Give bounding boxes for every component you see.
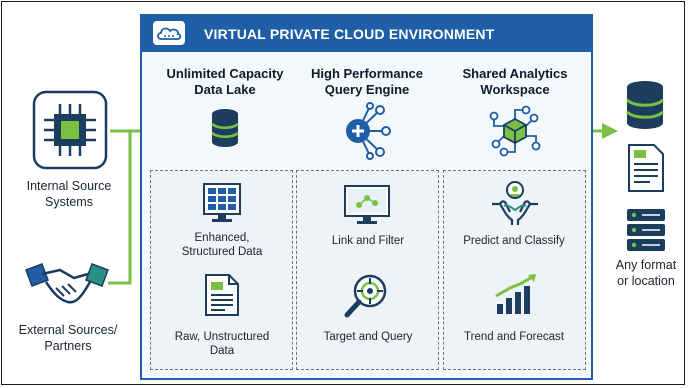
item-label-line1: Enhanced, bbox=[194, 232, 250, 244]
vpc-header: VIRTUAL PRIVATE CLOUD ENVIRONMENT bbox=[142, 16, 591, 52]
column-title-line2: Query Engine bbox=[324, 82, 410, 97]
item-label-line1: Link and Filter bbox=[331, 235, 405, 247]
external-source-label: External Sources/ Partners bbox=[4, 322, 132, 354]
item-label-structured: Enhanced, Structured Data bbox=[152, 231, 292, 259]
item-label-link-filter: Link and Filter bbox=[298, 234, 438, 248]
item-label-line1: Trend and Forecast bbox=[464, 331, 564, 343]
bar-chart-trend-icon bbox=[495, 274, 536, 314]
grid-table-icon bbox=[203, 183, 241, 222]
query-node-icon bbox=[346, 102, 391, 160]
monitor-network-icon bbox=[344, 185, 390, 224]
column-title-analytics: Shared Analytics Workspace bbox=[440, 66, 590, 98]
column-title-line2: Data Lake bbox=[194, 82, 256, 97]
item-label-line2: Structured Data bbox=[181, 246, 263, 258]
item-label-trend-forecast: Trend and Forecast bbox=[444, 330, 584, 344]
database-icon bbox=[211, 109, 239, 147]
handshake-icon bbox=[25, 263, 109, 304]
external-source-label-line1: External Sources/ bbox=[18, 323, 118, 337]
column-title-line2: Workspace bbox=[480, 82, 550, 97]
item-label-target-query: Target and Query bbox=[298, 330, 438, 344]
item-label-line2: Data bbox=[209, 345, 235, 357]
hands-person-icon bbox=[492, 181, 538, 225]
cloud-icon bbox=[153, 21, 185, 45]
flow-arrowhead-3 bbox=[602, 123, 618, 139]
vpc-title: VIRTUAL PRIVATE CLOUD ENVIRONMENT bbox=[204, 26, 495, 42]
item-label-line1: Target and Query bbox=[323, 331, 413, 343]
internal-source-label: Internal Source Systems bbox=[10, 178, 128, 210]
output-label-line2: or location bbox=[617, 274, 675, 288]
column-title-line1: High Performance bbox=[311, 66, 423, 81]
magnifier-target-icon bbox=[344, 274, 387, 318]
database-icon bbox=[626, 81, 664, 129]
analytics-box bbox=[443, 170, 586, 370]
external-flow-line bbox=[108, 131, 132, 285]
cube-network-icon bbox=[489, 105, 541, 157]
document-icon bbox=[628, 144, 664, 192]
output-label-line1: Any format bbox=[615, 258, 677, 272]
column-title-line1: Unlimited Capacity bbox=[166, 66, 284, 81]
document-icon bbox=[205, 274, 239, 316]
internal-source-label-line1: Internal Source bbox=[26, 179, 112, 193]
column-title-data-lake: Unlimited Capacity Data Lake bbox=[150, 66, 300, 98]
server-rack-icon bbox=[627, 209, 665, 251]
item-label-line1: Predict and Classify bbox=[463, 235, 565, 247]
item-label-unstructured: Raw, Unstructured Data bbox=[152, 330, 292, 358]
column-title-line1: Shared Analytics bbox=[462, 66, 568, 81]
item-label-predict-classify: Predict and Classify bbox=[444, 234, 584, 248]
item-label-line1: Raw, Unstructured bbox=[174, 331, 270, 343]
output-label: Any format or location bbox=[604, 257, 688, 289]
column-title-query-engine: High Performance Query Engine bbox=[292, 66, 442, 98]
external-source-label-line2: Partners bbox=[44, 339, 92, 353]
chip-icon bbox=[32, 90, 108, 170]
internal-source-label-line2: Systems bbox=[45, 195, 93, 209]
